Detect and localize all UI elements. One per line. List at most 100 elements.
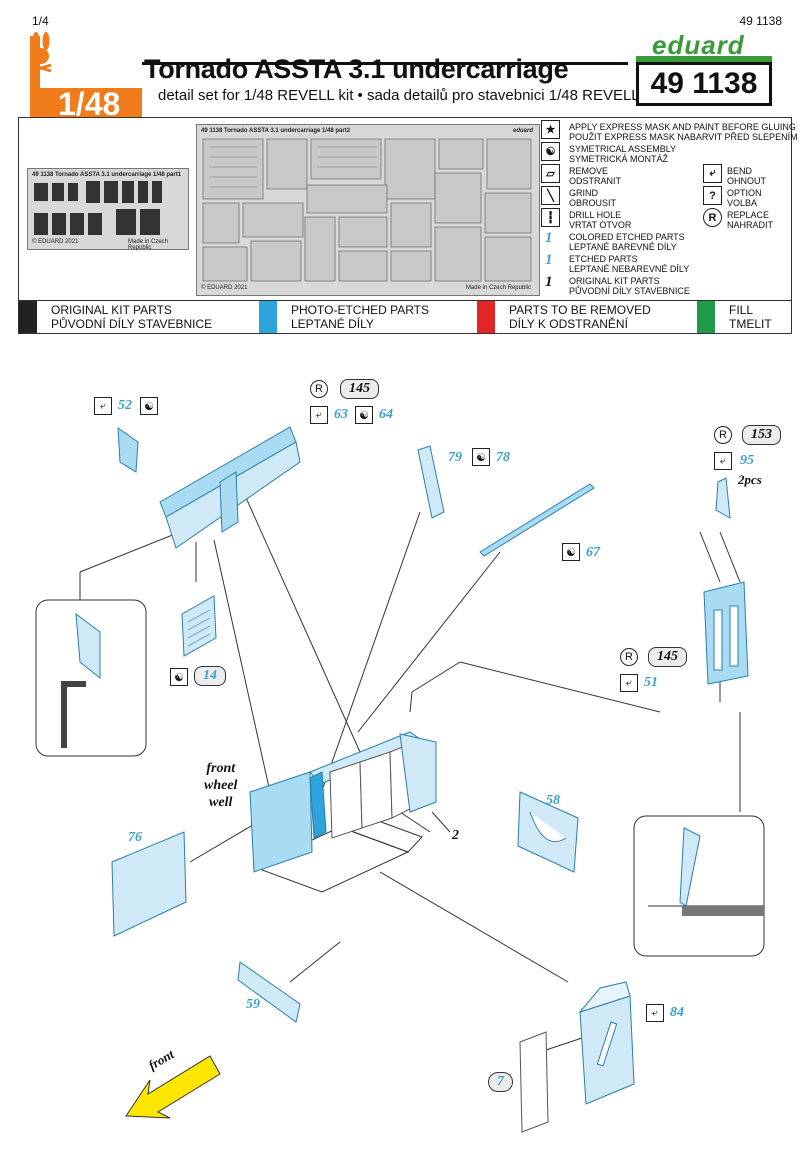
label-line: wheel (204, 778, 238, 793)
symmetric-icon: ☯ (472, 448, 490, 466)
legend-text: LEPTANÉ NEBAREVNÉ DÍLY (569, 264, 690, 274)
title-rule (142, 62, 628, 65)
callout-76: 76 (128, 830, 142, 845)
page-code: 49 1138 (739, 14, 783, 28)
fret-part2: 49 1138 Tornado ASSTA 3.1 undercarriage … (196, 124, 540, 296)
bend-icon: ⤶ (620, 674, 638, 692)
callout-2pcs: 2pcs (738, 472, 762, 487)
fret-part1-copyright: © EDUARD 2021 (32, 239, 79, 245)
callout-63: 63 (334, 407, 348, 422)
replace-icon: R (620, 648, 638, 666)
legend-text: OPTION (727, 188, 762, 198)
fret-part2-madein: Made in Czech Republic (465, 285, 531, 291)
callout-14: 14 (194, 666, 226, 686)
callout-153: 153 (742, 425, 781, 445)
callout-7: 7 (488, 1072, 513, 1092)
orange-bracket (30, 36, 40, 120)
symmetric-icon: ☯ (541, 142, 560, 161)
band-text: FILL (729, 303, 754, 317)
kit-part-icon: 1 (545, 274, 553, 290)
callout-59: 59 (246, 997, 260, 1012)
colored-part-icon: 1 (545, 230, 553, 246)
replace-icon: R (703, 208, 722, 227)
scale-label: 1/48 (58, 86, 121, 122)
fret-part1-label: 49 1138 Tornado ASSTA 3.1 undercarriage … (32, 172, 182, 178)
part-63-panel (159, 426, 301, 549)
replace-icon: R (310, 380, 328, 398)
callout-84: 84 (670, 1005, 684, 1020)
page-number: 1/4 (32, 14, 49, 28)
bunny-logo-icon (30, 32, 52, 72)
band-text: ORIGINAL KIT PARTS (51, 303, 172, 317)
band-text: LEPTANÉ DÍLY (291, 317, 374, 331)
callout-64: 64 (379, 407, 393, 422)
swatch-fill (697, 301, 715, 333)
legend-text: OBROUSIT (569, 198, 617, 208)
bend-icon: ⤶ (714, 452, 732, 470)
legend-text: NAHRADIT (727, 220, 774, 230)
assembly-diagram (35, 426, 765, 1133)
option-icon: ? (703, 186, 722, 205)
bend-icon: ⤶ (646, 1004, 664, 1022)
swatch-remove (477, 301, 495, 333)
fret-part2-label: 49 1138 Tornado ASSTA 3.1 undercarriage … (201, 128, 351, 134)
legend-text: VOLBA (727, 198, 758, 208)
symmetric-icon: ☯ (562, 543, 580, 561)
legend-text: REPLACE (727, 210, 770, 220)
callout-52: 52 (118, 398, 132, 413)
fret-part1: 49 1138 Tornado ASSTA 3.1 undercarriage … (27, 168, 189, 251)
star-icon: ★ (541, 120, 560, 139)
drill-icon: ┇ (541, 208, 560, 227)
fret-part2-pattern (202, 138, 532, 282)
scale-banner (30, 88, 142, 120)
fret-part1-madein: Made in Czech Republic (128, 239, 169, 251)
legend-text: GRIND (569, 188, 598, 198)
wheel-well-box (249, 731, 437, 873)
page-title: Tornado ASSTA 3.1 undercarriage (144, 54, 569, 84)
legend-text: SYMETRICAL ASSEMBLY (569, 144, 677, 154)
page-subtitle: detail set for 1/48 REVELL kit • sada de… (158, 87, 640, 104)
legend-text: ODSTRANIT (569, 176, 622, 186)
band-text: TMELIT (729, 317, 772, 331)
legend-text: BEND (727, 166, 753, 176)
legend-text: POUŽIT EXPRESS MASK NABARVIT PŘED SLEPEN… (569, 132, 798, 142)
remove-icon: ▱ (541, 164, 560, 183)
legend-text: LEPTANÉ BAREVNÉ DÍLY (569, 242, 677, 252)
band-text: DÍLY K ODSTRANĚNÍ (509, 317, 628, 331)
replace-icon: R (714, 426, 732, 444)
legend-text: ETCHED PARTS (569, 254, 638, 264)
callout-51: 51 (644, 675, 658, 690)
brand-underline (636, 56, 772, 62)
bend-icon: ⤶ (310, 406, 328, 424)
legend-text: COLORED ETCHED PARTS (569, 232, 685, 242)
band-text: PŮVODNÍ DÍLY STAVEBNICE (51, 317, 213, 331)
legend-text: SYMETRICKÁ MONTÁŽ (569, 154, 669, 164)
grind-icon: ╲ (541, 186, 560, 205)
legend-text: OHNOUT (727, 176, 766, 186)
symmetric-icon: ☯ (355, 406, 373, 424)
legend-text: APPLY EXPRESS MASK AND PAINT BEFORE GLUI… (569, 122, 796, 132)
label-line: well (209, 795, 233, 810)
callout-78: 78 (496, 450, 510, 465)
callout-145-b: 145 (648, 647, 687, 667)
legend-text: DRILL HOLE (569, 210, 622, 220)
band-text: PHOTO-ETCHED PARTS (291, 303, 430, 317)
swatch-kit (19, 301, 37, 333)
callout-2: 2 (452, 828, 459, 843)
fret-part2-brand: eduard (512, 128, 533, 134)
legend-text: PŮVODNÍ DÍLY STAVEBNICE (569, 286, 690, 296)
label-line: front (206, 761, 236, 776)
callout-67: 67 (586, 545, 600, 560)
legend-text: VRTAT OTVOR (569, 220, 632, 230)
callout-58: 58 (546, 793, 560, 808)
callout-95: 95 (740, 453, 754, 468)
legend-text: ORIGINAL KIT PARTS (569, 276, 660, 286)
callout-79: 79 (448, 450, 462, 465)
bend-icon: ⤶ (94, 397, 112, 415)
front-wheel-well-label: front wheel well (204, 760, 237, 811)
symmetric-icon: ☯ (140, 397, 158, 415)
symmetric-icon: ☯ (170, 668, 188, 686)
etched-part-icon: 1 (545, 252, 553, 268)
fret-part2-copyright: © EDUARD 2021 (201, 285, 248, 291)
